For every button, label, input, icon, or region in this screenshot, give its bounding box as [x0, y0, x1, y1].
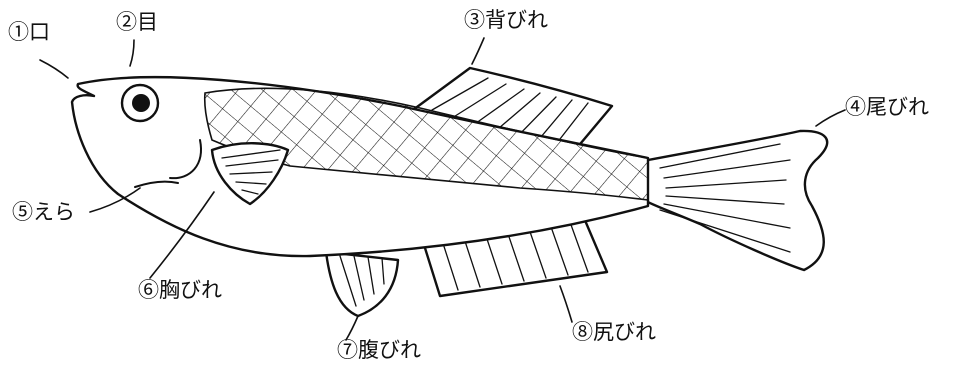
- label-dorsal-fin: ③背びれ: [464, 8, 548, 32]
- gill-curve: [169, 139, 202, 180]
- leader-lines: [39, 37, 846, 341]
- leader-dorsal-fin: [471, 37, 485, 65]
- leader-pelvic-fin: [345, 315, 359, 341]
- leader-eye: [129, 39, 135, 67]
- label-anal-fin: ⑧尻びれ: [572, 320, 656, 344]
- label-tail-fin: ④尾びれ: [845, 95, 929, 119]
- leader-pectoral-fin: [149, 191, 215, 279]
- leader-mouth: [39, 59, 69, 79]
- leader-gill: [89, 187, 141, 213]
- eye: [120, 83, 160, 123]
- label-gill: ⑤えら: [12, 200, 75, 224]
- pelvic-fin: [324, 250, 400, 318]
- leader-anal-fin: [559, 285, 573, 323]
- label-eye: ②目: [116, 10, 158, 34]
- label-mouth: ①口: [8, 20, 50, 44]
- gill-cover-line: [134, 180, 179, 188]
- leader-tail-fin: [815, 109, 846, 127]
- label-pelvic-fin: ⑦腹びれ: [337, 338, 421, 362]
- caudal-fin: [642, 129, 829, 272]
- pectoral-fin: [210, 142, 290, 206]
- label-pectoral-fin: ⑥胸びれ: [138, 278, 222, 302]
